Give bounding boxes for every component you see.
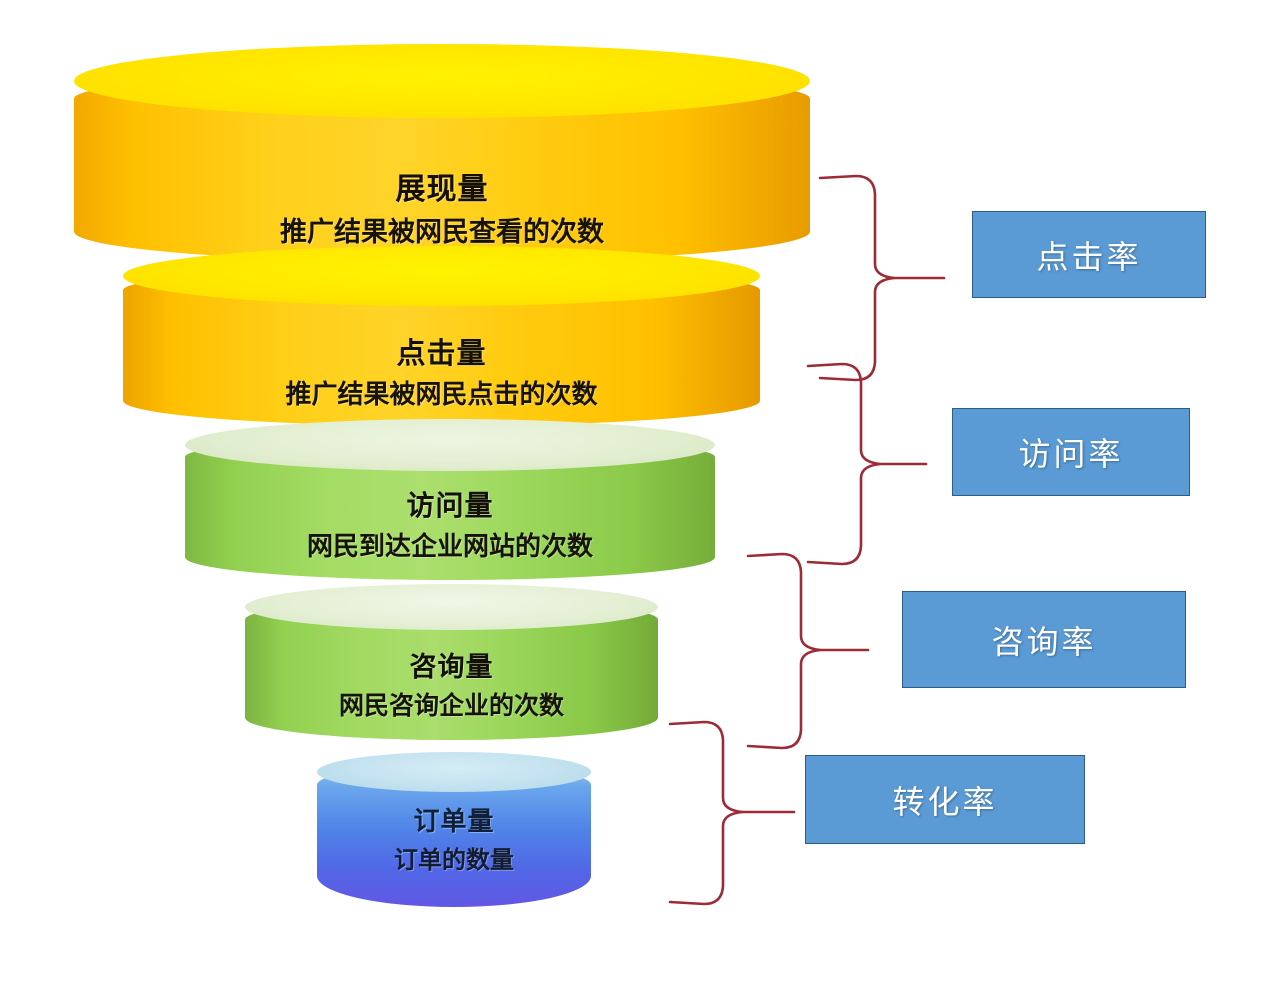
metric-label: 咨询率 (991, 623, 1097, 660)
brace-connector-inquiry-rate (746, 552, 870, 750)
brace-connector-conversion-rate (668, 720, 796, 906)
metric-box-click-through-rate[interactable]: 点击率 (972, 211, 1206, 298)
metric-label: 转化率 (892, 783, 998, 820)
metric-label: 点击率 (1036, 238, 1142, 275)
funnel-layer-impressions[interactable]: 展现量 推广结果被网民查看的次数 (74, 44, 810, 262)
cylinder-top-ellipse (123, 246, 760, 306)
metric-box-visit-rate[interactable]: 访问率 (952, 408, 1190, 496)
cylinder-top-ellipse (185, 419, 715, 471)
cylinder-top-ellipse (245, 584, 658, 630)
cylinder-top-ellipse (74, 44, 810, 118)
funnel-layer-visits[interactable]: 访问量 网民到达企业网站的次数 (185, 419, 715, 580)
brace-connector-click-through-rate (818, 174, 946, 382)
funnel-layer-clicks[interactable]: 点击量 推广结果被网民点击的次数 (123, 246, 760, 426)
cylinder-top-ellipse (317, 752, 591, 792)
metric-box-inquiry-rate[interactable]: 咨询率 (902, 591, 1186, 688)
brace-connector-visit-rate (806, 362, 928, 566)
funnel-layer-inquiries[interactable]: 咨询量 网民咨询企业的次数 (245, 584, 658, 740)
metric-label: 访问率 (1018, 436, 1124, 472)
funnel-layer-orders[interactable]: 订单量 订单的数量 (317, 752, 591, 907)
metric-box-conversion-rate[interactable]: 转化率 (805, 755, 1085, 844)
